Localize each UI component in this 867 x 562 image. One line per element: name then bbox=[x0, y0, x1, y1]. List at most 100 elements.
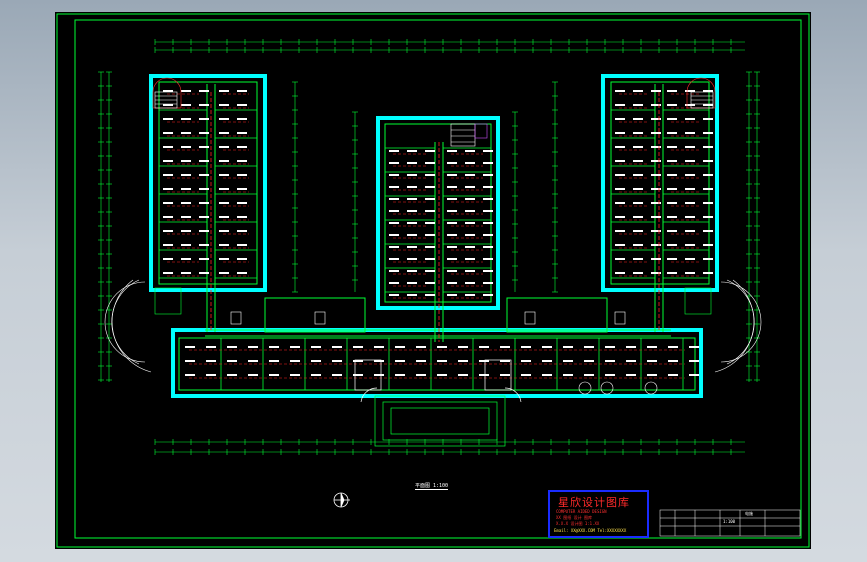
distribution-panel bbox=[230, 311, 242, 325]
floor-plan-drawing[interactable] bbox=[55, 12, 811, 549]
light-fixture bbox=[237, 132, 247, 134]
stamp-line-1: COMPUTER AIDED DESIGN bbox=[556, 509, 607, 514]
light-fixture bbox=[353, 374, 363, 376]
drawing-viewport[interactable]: 平面图 1:100 星欣设计图库 COMPUTER AIDED DESIGN X… bbox=[55, 12, 811, 549]
light-fixture bbox=[651, 230, 661, 232]
ceiling-fan-symbol bbox=[600, 381, 614, 395]
light-fixture bbox=[521, 346, 531, 348]
light-fixture bbox=[465, 222, 475, 224]
main-entrance-steps[interactable] bbox=[354, 359, 522, 447]
light-fixture bbox=[437, 374, 447, 376]
light-fixture bbox=[163, 230, 173, 232]
light-fixture bbox=[703, 272, 713, 274]
curved-entrance-right[interactable] bbox=[684, 279, 762, 373]
light-fixture bbox=[667, 174, 677, 176]
light-fixture bbox=[199, 216, 209, 218]
light-fixture bbox=[219, 244, 229, 246]
light-fixture bbox=[407, 198, 417, 200]
light-fixture bbox=[163, 132, 173, 134]
light-fixture bbox=[416, 346, 426, 348]
light-fixture bbox=[667, 202, 677, 204]
light-fixture bbox=[248, 374, 258, 376]
light-fixture bbox=[407, 174, 417, 176]
light-fixture bbox=[667, 132, 677, 134]
light-fixture bbox=[407, 150, 417, 152]
light-fixture bbox=[667, 272, 677, 274]
light-fixture bbox=[500, 374, 510, 376]
light-fixture bbox=[185, 374, 195, 376]
light-fixture bbox=[483, 186, 493, 188]
light-fixture bbox=[685, 258, 695, 260]
light-fixture bbox=[615, 90, 625, 92]
light-fixture bbox=[219, 188, 229, 190]
stair-left[interactable] bbox=[152, 77, 182, 109]
light-fixture bbox=[163, 272, 173, 274]
light-fixture bbox=[447, 162, 457, 164]
light-fixture bbox=[685, 188, 695, 190]
light-fixture bbox=[483, 246, 493, 248]
light-fixture bbox=[416, 374, 426, 376]
light-fixture bbox=[703, 160, 713, 162]
building-outline bbox=[149, 74, 719, 398]
light-fixture bbox=[332, 360, 342, 362]
light-fixture bbox=[425, 198, 435, 200]
light-fixture bbox=[689, 346, 699, 348]
light-fixture bbox=[685, 202, 695, 204]
light-fixture bbox=[425, 270, 435, 272]
light-fixture bbox=[199, 230, 209, 232]
light-fixture bbox=[237, 272, 247, 274]
light-fixture bbox=[389, 174, 399, 176]
light-fixture bbox=[353, 346, 363, 348]
light-fixture bbox=[651, 174, 661, 176]
light-fixture bbox=[219, 258, 229, 260]
light-fixture bbox=[667, 230, 677, 232]
sheet-scale: 1:100 bbox=[723, 519, 736, 524]
light-fixture bbox=[181, 272, 191, 274]
light-fixture bbox=[447, 174, 457, 176]
light-fixture bbox=[237, 258, 247, 260]
light-fixture bbox=[483, 294, 493, 296]
light-fixture bbox=[605, 346, 615, 348]
light-fixture bbox=[465, 210, 475, 212]
light-fixture bbox=[633, 258, 643, 260]
light-fixture bbox=[425, 234, 435, 236]
light-fixture bbox=[483, 258, 493, 260]
light-fixture bbox=[703, 230, 713, 232]
light-fixture bbox=[685, 146, 695, 148]
light-fixture bbox=[615, 104, 625, 106]
ceiling-fan-symbol bbox=[578, 381, 592, 395]
light-fixture bbox=[521, 360, 531, 362]
light-fixture bbox=[500, 360, 510, 362]
light-fixture bbox=[237, 202, 247, 204]
light-fixture bbox=[374, 360, 384, 362]
light-fixture bbox=[227, 374, 237, 376]
light-fixture bbox=[163, 104, 173, 106]
light-fixture bbox=[667, 118, 677, 120]
title-block bbox=[659, 509, 801, 537]
distribution-panel bbox=[524, 311, 536, 325]
light-fixture bbox=[651, 202, 661, 204]
light-fixture bbox=[521, 374, 531, 376]
light-fixture bbox=[163, 244, 173, 246]
light-fixture bbox=[447, 150, 457, 152]
light-fixture bbox=[199, 188, 209, 190]
light-fixture bbox=[615, 230, 625, 232]
light-fixture bbox=[425, 282, 435, 284]
watermark-stamp: 星欣设计图库 COMPUTER AIDED DESIGN XX 图纸 设计 图库… bbox=[548, 490, 649, 538]
light-fixture bbox=[633, 244, 643, 246]
stair-right[interactable] bbox=[686, 77, 716, 109]
light-fixture bbox=[647, 346, 657, 348]
light-fixture bbox=[667, 146, 677, 148]
light-fixture bbox=[237, 146, 247, 148]
light-fixture bbox=[584, 360, 594, 362]
stair-middle[interactable] bbox=[450, 123, 488, 147]
light-fixture bbox=[181, 244, 191, 246]
light-fixture bbox=[689, 360, 699, 362]
light-fixture bbox=[425, 258, 435, 260]
light-fixture bbox=[199, 258, 209, 260]
light-fixture bbox=[407, 222, 417, 224]
light-fixture bbox=[163, 118, 173, 120]
curved-entrance-left[interactable] bbox=[104, 279, 182, 373]
light-fixture bbox=[447, 282, 457, 284]
light-fixture bbox=[615, 202, 625, 204]
